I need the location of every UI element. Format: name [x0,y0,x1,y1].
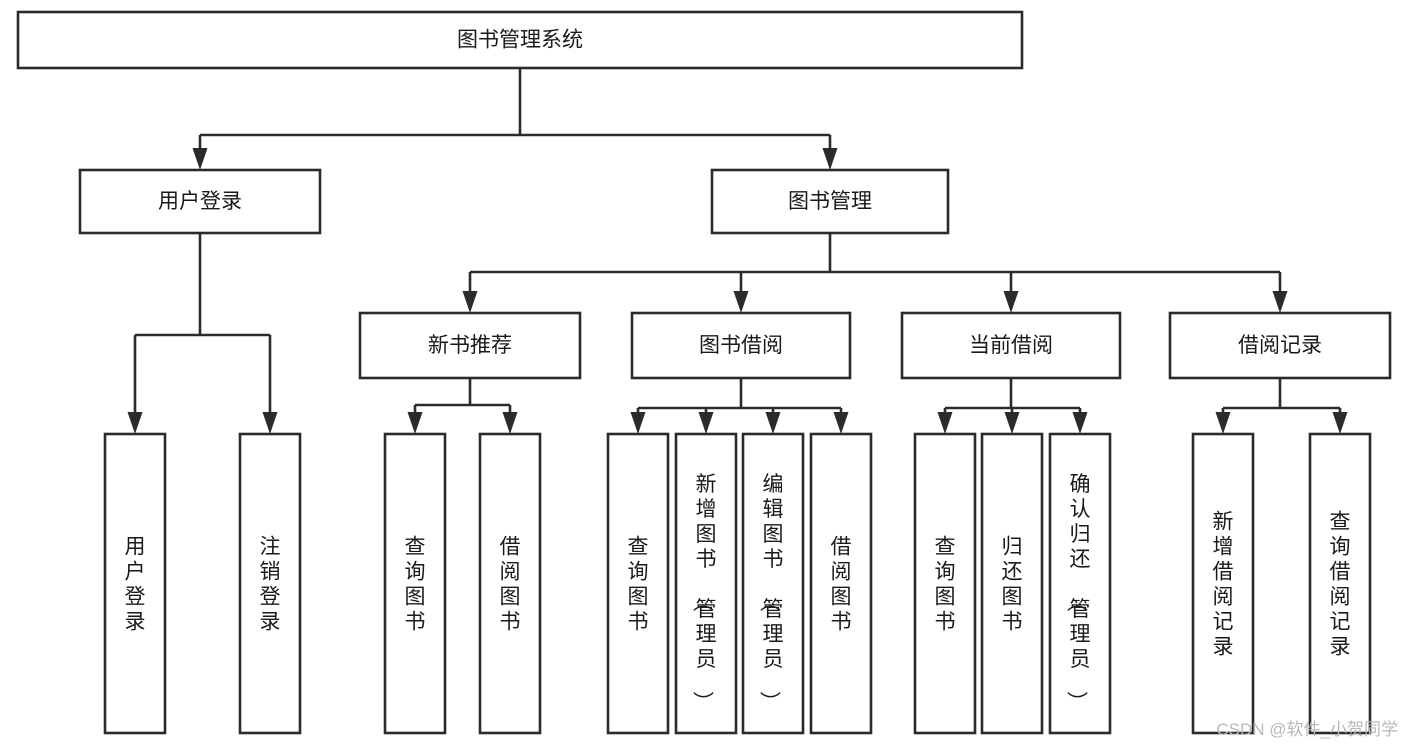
conn-bb-to-leaves [630,378,849,434]
node-new-book-recommend[interactable]: 新书推荐 [358,311,582,380]
node-leaf-user-login[interactable]: 用户登录 [103,432,167,735]
connectors-layer [127,68,1348,434]
conn-br-to-leaves [1215,378,1348,434]
node-label: 归还图书 [1002,536,1023,634]
node-current-borrow[interactable]: 当前借阅 [900,311,1122,380]
node-label: 查询图书 [628,536,649,634]
conn-bm-to-level2 [462,233,1288,313]
node-label: 用户登录 [158,190,242,213]
node-root[interactable]: 图书管理系统 [16,10,1024,70]
node-label: 用户登录 [125,536,146,634]
node-label: 当前借阅 [969,334,1053,357]
node-book-management[interactable]: 图书管理 [710,168,950,235]
node-borrow-records[interactable]: 借阅记录 [1168,311,1392,380]
node-leaf-query-book-borrow[interactable]: 查询图书 [606,432,670,735]
node-label: 借阅记录 [1238,334,1322,357]
node-leaf-logout-login[interactable]: 注销登录 [238,432,302,735]
conn-ul-to-leaves [127,233,278,434]
node-label: 编辑图书（管理员） [758,473,784,712]
node-label: 新增借阅记录 [1213,511,1234,659]
node-leaf-return-book[interactable]: 归还图书 [980,432,1044,735]
node-label: 图书借阅 [699,334,783,357]
node-leaf-borrow-book-new[interactable]: 借阅图书 [478,432,542,735]
node-label: 图书管理系统 [457,29,583,52]
node-leaf-borrow-book[interactable]: 借阅图书 [809,432,873,735]
node-leaf-add-book-admin[interactable]: 新增图书（管理员） [674,432,738,735]
node-book-borrow[interactable]: 图书借阅 [630,311,852,380]
node-leaf-confirm-return-admin[interactable]: 确认归还（管理员） [1048,432,1112,735]
node-leaf-query-book-new[interactable]: 查询图书 [383,432,447,735]
node-label: 新书推荐 [428,334,512,357]
csdn-watermark: CSDN @软件_小贺同学 [1216,720,1398,739]
nodes-layer: 图书管理系统用户登录图书管理新书推荐图书借阅当前借阅借阅记录用户登录注销登录查询… [16,10,1392,735]
conn-root-to-level1 [192,68,838,170]
conn-nbr-to-leaves [407,378,518,434]
node-label: 查询借阅记录 [1330,511,1351,659]
node-leaf-edit-book-admin[interactable]: 编辑图书（管理员） [741,432,805,735]
node-leaf-add-borrow-record[interactable]: 新增借阅记录 [1191,432,1255,735]
conn-cb-to-leaves [937,378,1088,434]
node-user-login[interactable]: 用户登录 [78,168,322,235]
node-label: 查询图书 [935,536,956,634]
node-label: 借阅图书 [831,536,852,634]
node-label: 图书管理 [788,190,872,213]
node-leaf-query-book-current[interactable]: 查询图书 [913,432,977,735]
node-leaf-query-borrow-record[interactable]: 查询借阅记录 [1308,432,1372,735]
node-label: 新增图书（管理员） [691,473,717,712]
node-label: 确认归还（管理员） [1065,473,1091,712]
node-label: 查询图书 [405,536,426,634]
node-label: 注销登录 [260,536,281,634]
node-label: 借阅图书 [500,536,521,634]
